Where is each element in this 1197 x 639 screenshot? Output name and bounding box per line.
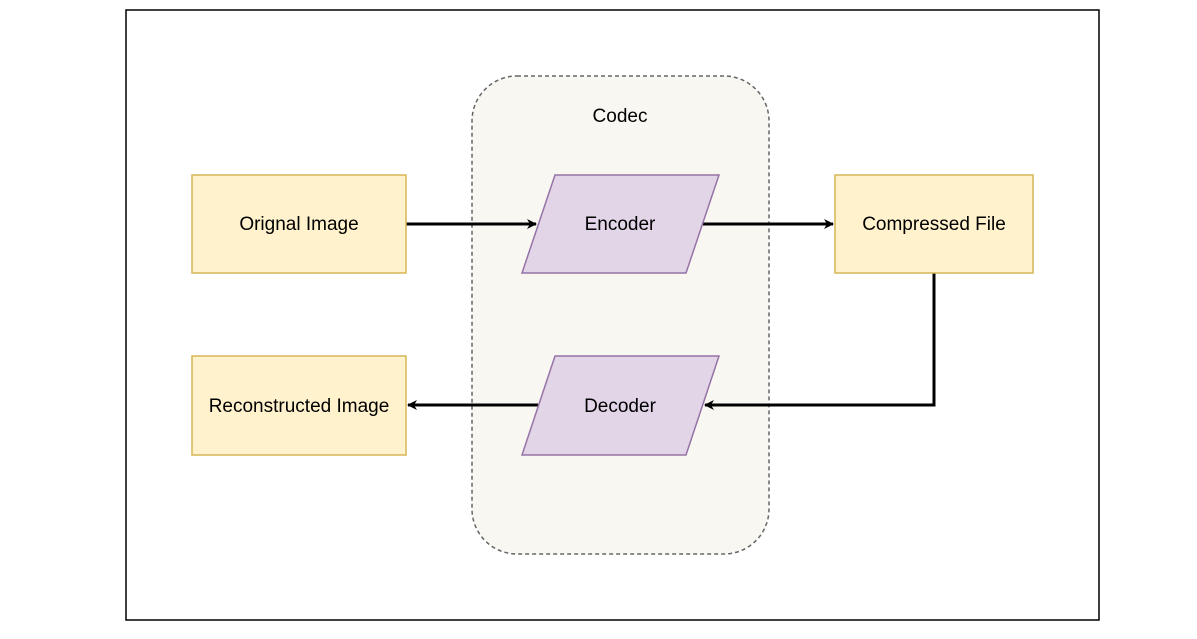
node-compressed-file: Compressed File: [834, 174, 1034, 274]
original-image-box: [191, 174, 407, 274]
original-image-label: Orignal Image: [239, 214, 358, 235]
codec-group-box: [471, 75, 770, 555]
reconstructed-image-label: Reconstructed Image: [209, 396, 390, 417]
decoder-label: Decoder: [584, 396, 656, 417]
encoder-shape: [520, 174, 721, 274]
codec-group: Codec: [471, 75, 770, 555]
encoder-label: Encoder: [585, 214, 656, 235]
arrow-compressed-to-decoder: [704, 273, 936, 410]
node-encoder: Encoder: [520, 174, 721, 274]
compressed-file-label: Compressed File: [862, 214, 1006, 235]
node-original-image: Orignal Image: [191, 174, 407, 274]
compressed-file-box: [834, 174, 1034, 274]
node-decoder: Decoder: [520, 355, 721, 456]
codec-group-label: Codec: [593, 106, 648, 127]
reconstructed-image-box: [191, 355, 407, 456]
node-reconstructed-image: Reconstructed Image: [191, 355, 407, 456]
connectors: [406, 219, 936, 410]
decoder-shape: [520, 355, 721, 456]
